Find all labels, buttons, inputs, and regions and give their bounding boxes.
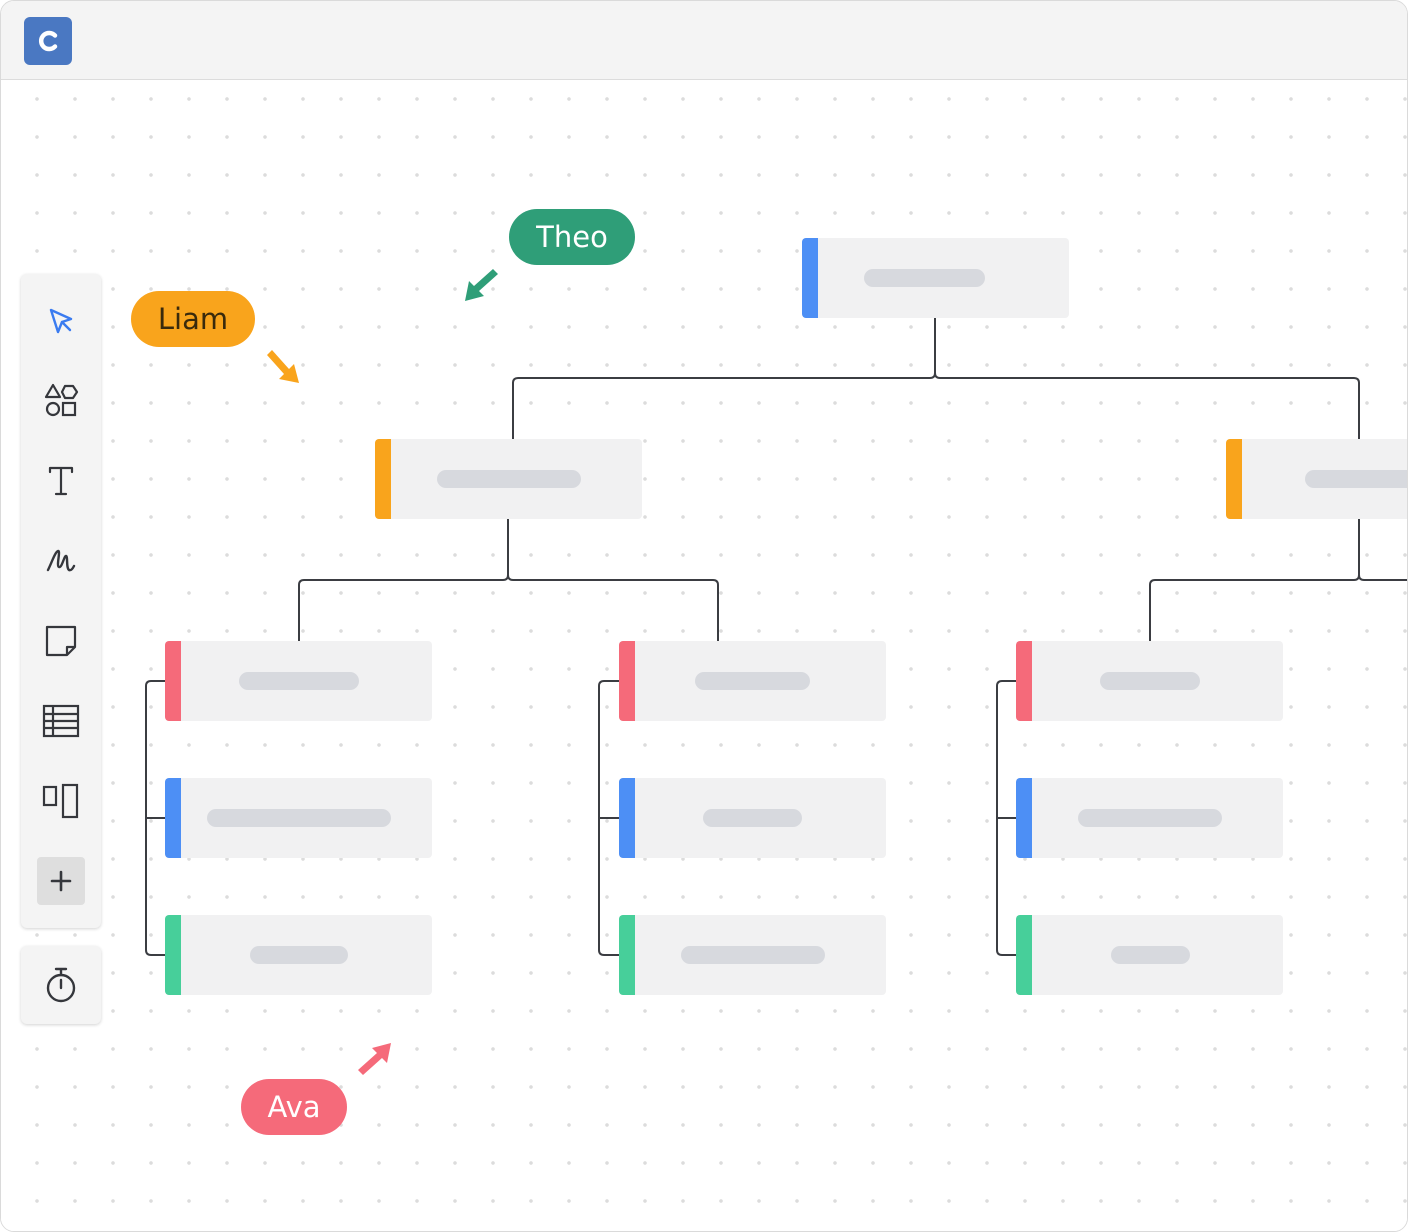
org-node[interactable] — [619, 915, 886, 995]
app-logo-icon[interactable] — [24, 17, 72, 65]
collaborator-cursor-icon — [267, 350, 299, 383]
org-node[interactable] — [619, 641, 886, 721]
org-node[interactable] — [1016, 778, 1283, 858]
pointer-icon[interactable] — [37, 298, 85, 346]
text-icon[interactable] — [37, 457, 85, 505]
table-icon[interactable] — [37, 697, 85, 745]
node-label-placeholder — [1111, 946, 1190, 964]
node-label-placeholder — [1078, 809, 1222, 827]
org-node-root[interactable] — [802, 238, 1069, 318]
title-bar — [1, 1, 1407, 80]
pen-icon[interactable] — [37, 537, 85, 585]
org-node[interactable] — [165, 778, 432, 858]
org-node[interactable] — [1016, 915, 1283, 995]
collaborator-cursor-icon — [465, 269, 498, 301]
node-accent — [1016, 915, 1032, 995]
org-node[interactable] — [619, 778, 886, 858]
plus-icon[interactable] — [37, 857, 85, 905]
timer-palette — [21, 946, 101, 1024]
node-label-placeholder — [207, 809, 391, 827]
org-node-right-branch[interactable] — [1226, 439, 1407, 519]
node-label-placeholder — [864, 269, 985, 287]
node-label-placeholder — [250, 946, 348, 964]
stopwatch-icon[interactable] — [37, 961, 85, 1009]
node-accent — [1016, 641, 1032, 721]
node-label-placeholder — [437, 470, 581, 488]
tool-palette — [21, 274, 101, 928]
frames-icon[interactable] — [37, 777, 85, 825]
node-label-placeholder — [1100, 672, 1200, 690]
org-node-left-branch[interactable] — [375, 439, 642, 519]
sticky-note-icon[interactable] — [37, 617, 85, 665]
org-node[interactable] — [165, 641, 432, 721]
node-accent — [619, 778, 635, 858]
node-accent — [165, 778, 181, 858]
org-node[interactable] — [165, 915, 432, 995]
shapes-icon[interactable] — [37, 377, 85, 425]
node-accent — [165, 641, 181, 721]
org-node[interactable] — [1016, 641, 1283, 721]
collaborator-cursor-icon — [358, 1043, 391, 1075]
node-accent — [619, 641, 635, 721]
node-label-placeholder — [703, 809, 802, 827]
node-label-placeholder — [239, 672, 359, 690]
node-label-placeholder — [1305, 470, 1407, 488]
node-label-placeholder — [681, 946, 825, 964]
node-accent — [375, 439, 391, 519]
node-accent — [802, 238, 818, 318]
collaborator-tag-theo: Theo — [509, 209, 635, 265]
node-accent — [1016, 778, 1032, 858]
node-label-placeholder — [695, 672, 810, 690]
node-accent — [619, 915, 635, 995]
collaborator-tag-ava: Ava — [241, 1079, 347, 1135]
node-accent — [1226, 439, 1242, 519]
node-accent — [165, 915, 181, 995]
collaborator-tag-liam: Liam — [131, 291, 255, 347]
